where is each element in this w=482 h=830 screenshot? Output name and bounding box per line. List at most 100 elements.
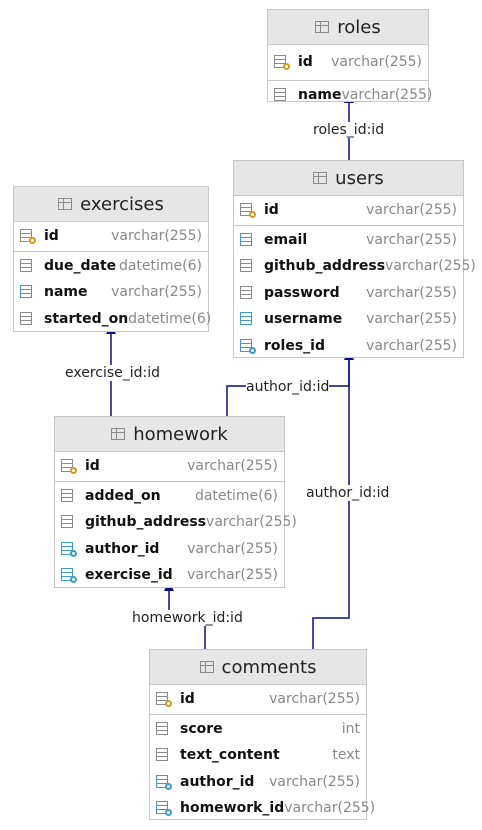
table-icon xyxy=(58,198,73,210)
column-row[interactable]: id varchar(255) xyxy=(234,197,463,224)
column-type: varchar(255) xyxy=(269,773,360,790)
column-type: varchar(255) xyxy=(366,311,457,328)
column-type: varchar(255) xyxy=(111,228,202,245)
column-name: author_id xyxy=(85,540,160,557)
entity-header-comments[interactable]: comments xyxy=(150,650,366,685)
column-name: github_address xyxy=(264,258,386,275)
column-row[interactable]: added_on datetime(6) xyxy=(55,483,284,510)
column-row[interactable]: author_id varchar(255) xyxy=(55,536,284,563)
column-type: varchar(255) xyxy=(366,284,457,301)
relation-label-users-roles: roles_id:id xyxy=(313,122,385,138)
entity-header-users[interactable]: users xyxy=(234,161,463,196)
foreign-key-icon xyxy=(240,338,256,354)
column-type: datetime(6) xyxy=(194,487,278,504)
column-type: text xyxy=(332,747,360,764)
column-row[interactable]: text_content text xyxy=(150,742,366,769)
foreign-key-icon xyxy=(61,567,77,584)
column-icon xyxy=(240,285,256,301)
table-icon xyxy=(315,21,330,33)
column-row[interactable]: id varchar(255) xyxy=(14,223,208,250)
column-name: author_id xyxy=(180,773,255,790)
column-type: varchar(255) xyxy=(187,540,278,557)
column-icon xyxy=(61,488,77,504)
indexed-column-icon xyxy=(20,284,36,300)
column-row[interactable]: id varchar(255) xyxy=(268,49,428,76)
column-name: exercise_id xyxy=(85,567,173,584)
column-icon xyxy=(20,258,36,274)
table-icon xyxy=(313,172,328,184)
column-row[interactable]: started_on datetime(6) xyxy=(14,306,212,333)
entity-users[interactable]: users id varchar(255) email varchar(255)… xyxy=(233,160,476,360)
column-name: text_content xyxy=(180,747,280,764)
indexed-column-icon xyxy=(240,311,256,327)
column-row[interactable]: id varchar(255) xyxy=(55,453,284,480)
column-row[interactable]: username varchar(255) xyxy=(234,306,463,333)
entity-title: exercises xyxy=(80,193,164,215)
column-name: homework_id xyxy=(180,800,285,817)
entity-exercises[interactable]: exercises id varchar(255) due_date datet… xyxy=(13,186,212,333)
column-row[interactable]: password varchar(255) xyxy=(234,280,463,307)
column-type: varchar(255) xyxy=(366,337,457,354)
entity-comments[interactable]: comments id varchar(255) score int text_… xyxy=(149,649,375,822)
column-name: username xyxy=(264,311,343,328)
column-row[interactable]: email varchar(255) xyxy=(234,227,463,254)
relation-label-homework-exercises: exercise_id:id xyxy=(65,365,161,381)
column-type: datetime(6) xyxy=(118,257,202,274)
entity-header-homework[interactable]: homework xyxy=(55,417,284,452)
entity-title: comments xyxy=(221,656,317,678)
column-name: score xyxy=(180,720,223,737)
column-type: varchar(255) xyxy=(366,231,457,248)
column-type: varchar(255) xyxy=(366,202,457,219)
primary-key-icon xyxy=(156,691,172,708)
relation-label-homework-users: author_id:id xyxy=(246,379,330,395)
entity-header-exercises[interactable]: exercises xyxy=(14,187,208,222)
primary-key-icon xyxy=(61,458,77,475)
column-icon xyxy=(156,721,172,737)
entity-header-roles[interactable]: roles xyxy=(268,10,428,45)
column-name: started_on xyxy=(44,310,129,327)
column-row[interactable]: score int xyxy=(150,716,366,743)
column-row[interactable]: id varchar(255) xyxy=(150,686,366,713)
column-type: varchar(255) xyxy=(284,800,376,817)
column-name: email xyxy=(264,231,308,248)
column-type: datetime(6) xyxy=(128,310,212,327)
table-icon xyxy=(111,428,126,440)
column-row[interactable]: exercise_id varchar(255) xyxy=(55,562,284,589)
column-row[interactable]: homework_id varchar(255) xyxy=(150,795,375,822)
column-type: varchar(255) xyxy=(341,86,433,103)
column-type: int xyxy=(341,720,360,737)
column-icon xyxy=(20,311,36,327)
column-name: due_date xyxy=(44,257,117,274)
primary-key-icon xyxy=(20,228,36,245)
column-name: id xyxy=(264,202,279,219)
foreign-key-icon xyxy=(61,541,77,557)
entity-title: roles xyxy=(337,16,381,38)
column-icon xyxy=(61,514,77,530)
primary-key-icon xyxy=(274,54,290,71)
column-row[interactable]: github_address varchar(255) xyxy=(55,509,297,536)
column-row[interactable]: name varchar(255) xyxy=(14,279,208,306)
entity-homework[interactable]: homework id varchar(255) added_on dateti… xyxy=(54,416,297,589)
column-row[interactable]: due_date datetime(6) xyxy=(14,253,208,280)
column-row[interactable]: author_id varchar(255) xyxy=(150,769,366,796)
primary-key-icon xyxy=(240,202,256,219)
entity-roles[interactable]: roles id varchar(255) name varchar(255) xyxy=(267,9,432,103)
column-name: roles_id xyxy=(264,337,325,354)
foreign-key-icon xyxy=(156,800,172,817)
column-name: name xyxy=(44,284,88,301)
column-type: varchar(255) xyxy=(269,691,360,708)
column-type: varchar(255) xyxy=(187,567,278,584)
column-row[interactable]: name varchar(255) xyxy=(268,82,432,109)
relation-line-comments-users xyxy=(312,350,354,649)
column-row[interactable]: roles_id varchar(255) xyxy=(234,333,463,360)
column-name: id xyxy=(44,228,59,245)
column-row[interactable]: github_address varchar(255) xyxy=(234,253,476,280)
column-name: password xyxy=(264,284,340,301)
entity-title: homework xyxy=(133,423,228,445)
column-name: added_on xyxy=(85,487,161,504)
column-type: varchar(255) xyxy=(111,284,202,301)
column-name: name xyxy=(298,86,342,103)
column-name: id xyxy=(180,691,195,708)
entity-title: users xyxy=(335,167,384,189)
column-icon xyxy=(240,258,256,274)
